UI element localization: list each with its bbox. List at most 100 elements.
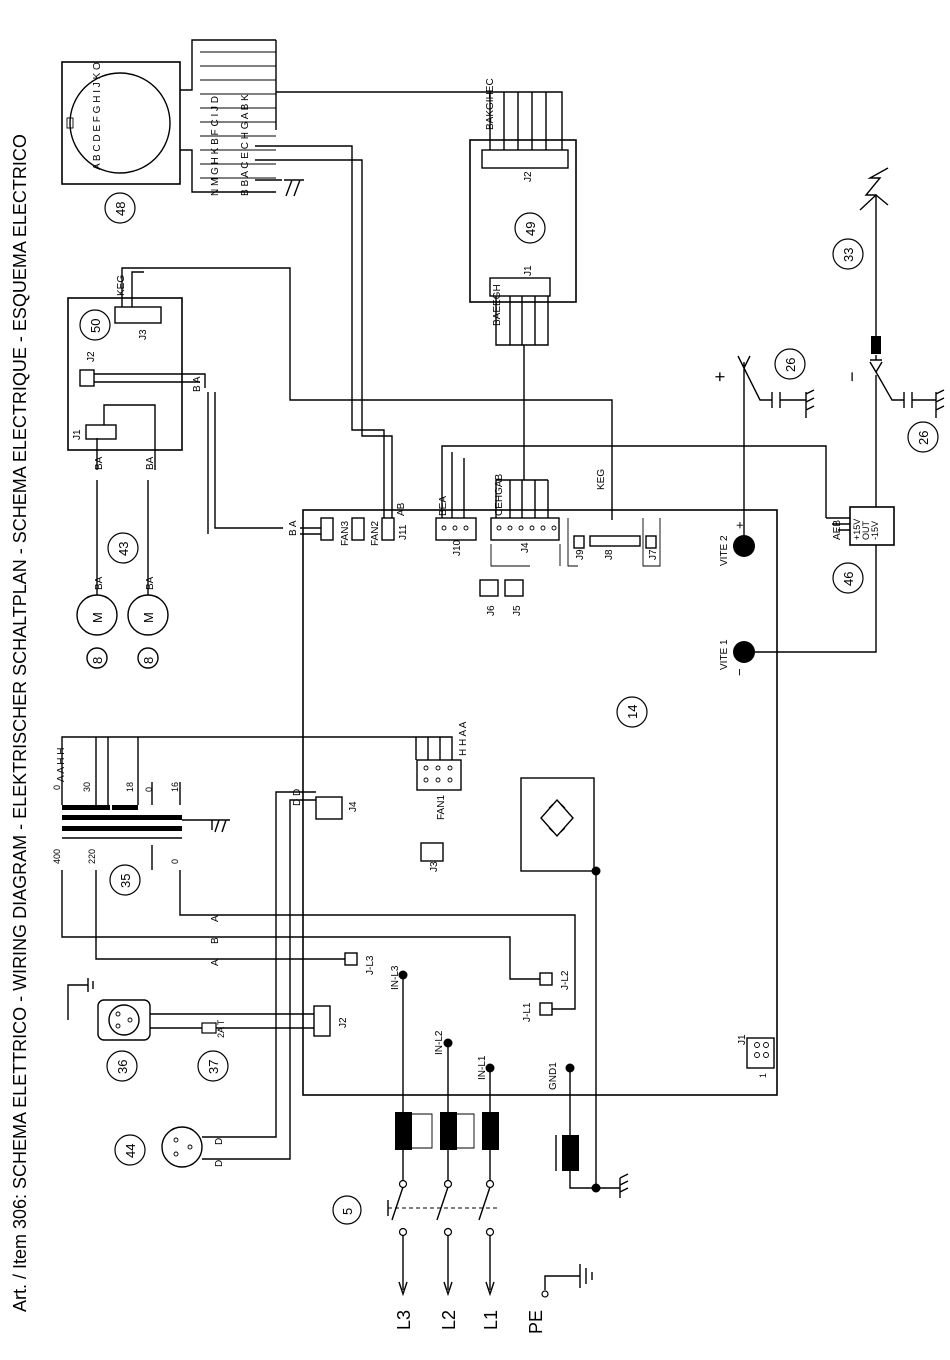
ground-icon-pe [579,1264,593,1288]
component-33-label: 33 [841,248,856,262]
connector-44 [161,1126,203,1168]
ground-icon-48 [284,179,304,197]
connector-fan2 [351,517,365,541]
component-14-circle [616,696,648,728]
sensor-46-out: OUT [861,521,871,541]
component-26b-label: 26 [916,431,931,445]
wire-a2: A [210,959,221,966]
component-44-circle [114,1134,146,1166]
connector-fan2-label: FAN2 [370,521,381,546]
connector-j8-label: J8 [604,549,615,560]
component-5-label: 5 [340,1208,355,1215]
connector-j10 [435,517,477,541]
board49-j2 [481,149,569,169]
mains-l3: L3 [394,1310,414,1330]
board50-j1-label: J1 [72,429,83,440]
connector-fan1 [416,759,462,791]
connector-j10-label: J10 [452,539,463,556]
motor2-wires: BA [145,576,156,590]
tap-220: 220 [87,849,97,864]
sensor-46-p15: +15V [852,519,862,540]
tap-30: 30 [82,782,92,792]
inl2-label: IN-L2 [434,1030,445,1055]
connector-fan1-label: FAN1 [436,795,447,820]
component-26a-circle [774,348,806,380]
wire-d2: D [214,1160,225,1167]
connector-j3-board [420,842,444,862]
vite2-terminal [733,535,755,557]
board50-j2-label: J2 [86,351,97,362]
board50-j3 [114,306,162,324]
ground-icon-trafo [211,819,230,833]
main-board-outline [302,509,778,1096]
connector-jl1 [539,1002,553,1016]
connector-j9-label: J9 [575,549,586,560]
component-5-circle [332,1195,362,1225]
bridge-rectifier-box [520,777,595,872]
sensor-46 [849,506,895,546]
board50-ba: B A [192,376,203,392]
connector-jl1-label: J-L1 [522,1002,533,1022]
component-48-label: 48 [113,202,128,216]
component-14-label: 14 [625,705,640,719]
wire-a1: A [210,915,221,922]
wire-b1: B [210,937,221,944]
motor-1: M 8 [76,594,118,669]
connector-jl3 [344,952,358,966]
connector-j5 [504,579,524,597]
tap-0b: 0 [52,785,62,790]
pin1-label: 1 [758,1073,768,1078]
connector-j1-board-label: J1 [737,1034,748,1045]
component-43-label: 43 [116,542,131,556]
connector-j9 [573,535,585,549]
sensor-46-m15: -15V [870,521,880,540]
vite1-label: VITE 1 [719,639,730,670]
motor-2: M 8 [127,594,169,669]
tap-16: 16 [170,782,180,792]
clamp-33 [859,167,889,354]
component-33-circle [832,238,864,270]
connector-j7 [645,535,657,549]
j10-wires: BEA [438,496,449,516]
ground-icon-mains [619,1173,629,1198]
connector-48 [61,61,181,185]
svg-text:8: 8 [141,657,156,664]
tap-0c: 0 [144,787,154,792]
connector-jl2 [539,972,553,986]
polarity-plus: + [710,371,730,382]
c48-row-b: B B A C E C H G A B K [240,94,251,196]
connector-j8 [589,535,641,547]
connector-j11 [381,517,395,541]
board50-j2 [79,369,95,387]
j4-wires: CEHGAB [494,473,505,516]
connector-jl2-label: J-L2 [560,970,571,990]
component-44-label: 44 [123,1144,138,1158]
fuse-37 [201,1022,217,1034]
component-37-label: 37 [206,1060,221,1074]
mains-pe: PE [526,1310,546,1334]
component-26b-circle [907,421,939,453]
diagram-title: Art. / Item 306: SCHEMA ELETTRICO - WIRI… [10,134,30,1312]
component-36-label: 36 [115,1060,130,1074]
vite2-plus: + [732,521,747,529]
mains-l1: L1 [481,1310,501,1330]
connector-j3-board-label: J3 [429,861,440,872]
motor1-wires: BA [94,576,105,590]
connector-j4-top-label: J4 [520,542,531,553]
connector-j11-label: J11 [398,524,409,540]
connector-j4-board [315,796,343,820]
connector-48-pins: A B C D E F G H I J K O [92,62,103,170]
board49-j1-wires: BAEEGH [492,284,503,326]
component-48-circle [104,192,136,224]
choke-l2 [440,1112,457,1150]
j11-wires: AB [396,502,407,516]
choke-l1 [482,1112,499,1150]
component-35-label: 35 [118,874,133,888]
board-49 [469,139,577,303]
board50-j1 [85,424,117,440]
choke-l3 [395,1112,412,1150]
gnd-choke [562,1135,579,1171]
j4-dd-labels: D D [292,789,303,806]
component-46-circle [832,562,864,594]
